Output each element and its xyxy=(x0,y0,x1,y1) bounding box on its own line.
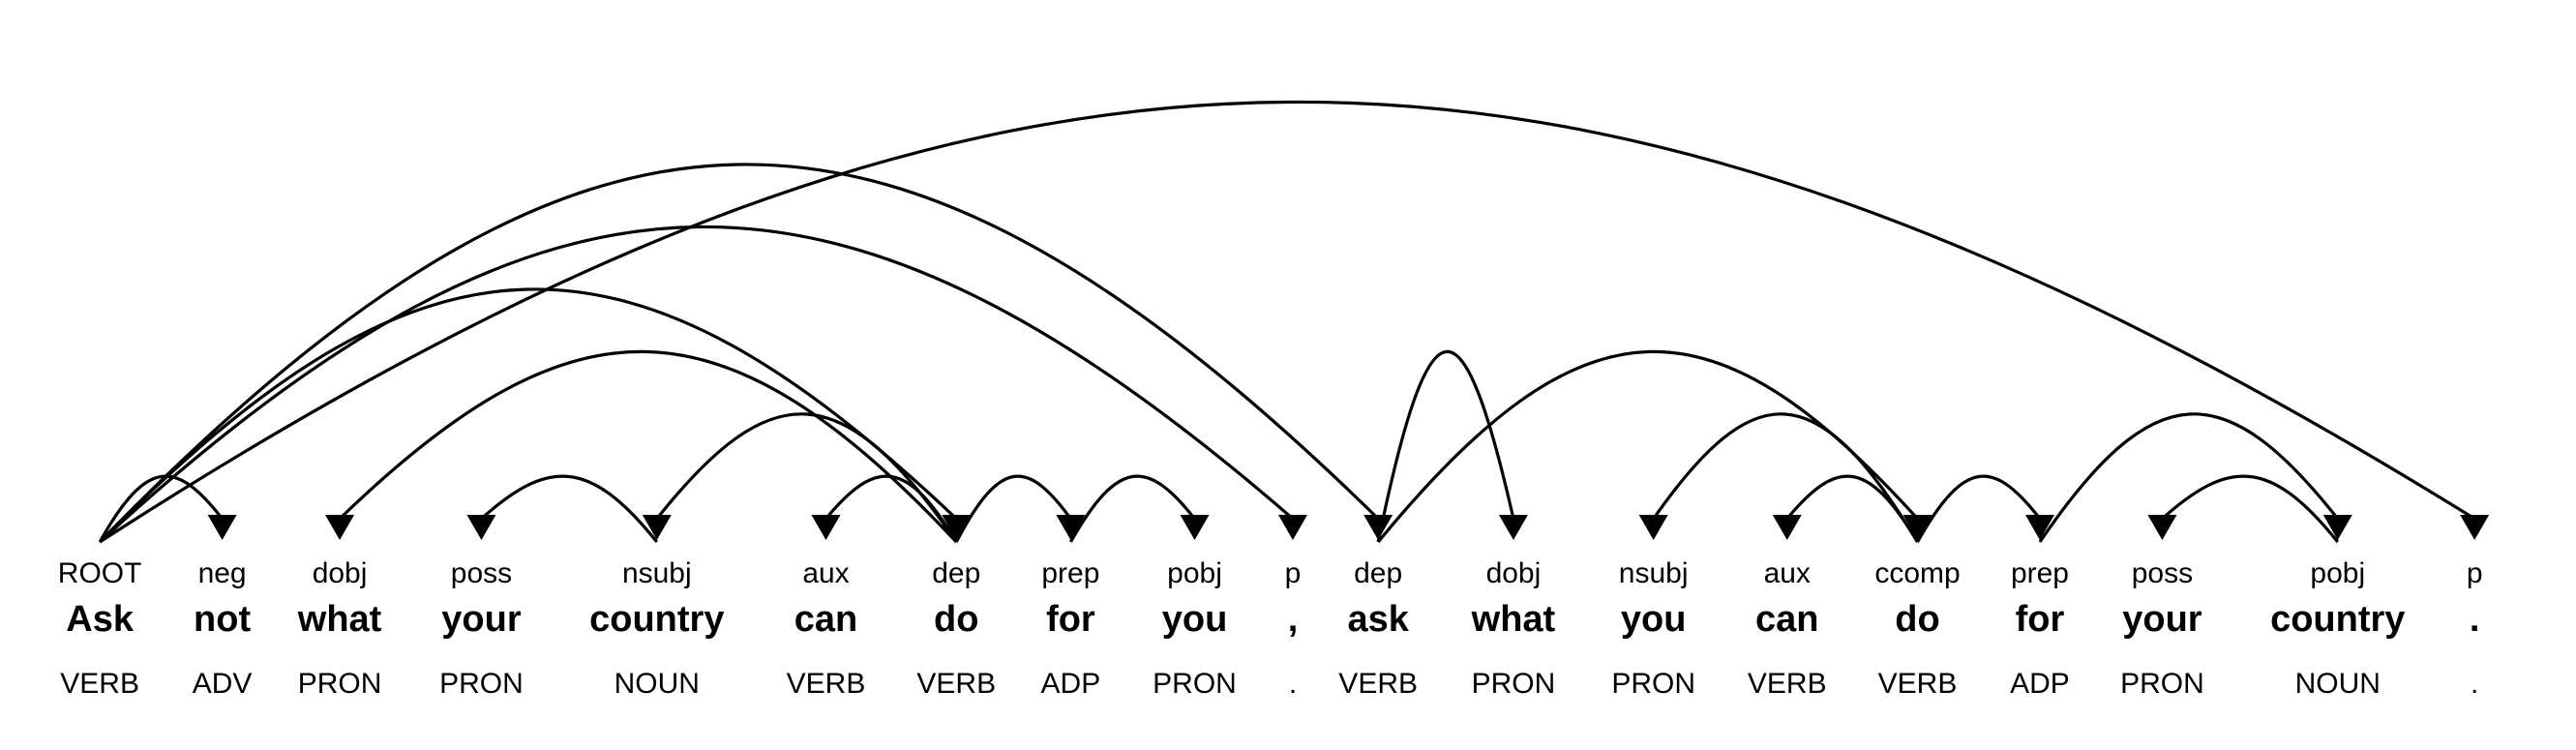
word-token-3: your xyxy=(441,599,522,640)
pos-tag-0: VERB xyxy=(60,668,139,700)
arrowhead xyxy=(1772,515,1802,540)
word-token-17: country xyxy=(2270,599,2406,640)
word-token-6: do xyxy=(934,599,979,640)
arrowhead xyxy=(1363,515,1393,540)
word-token-10: ask xyxy=(1347,599,1409,640)
dep-label-6: dep xyxy=(932,557,981,589)
word-token-2: what xyxy=(297,599,382,640)
arc-pobj-7-8 xyxy=(1068,474,1210,543)
arrowhead xyxy=(642,515,672,540)
arc-ccomp-10-14 xyxy=(1376,349,1932,544)
dep-label-15: prep xyxy=(2010,557,2069,589)
word-token-8: you xyxy=(1161,599,1228,640)
pos-tag-2: PRON xyxy=(297,668,382,700)
dep-label-9: p xyxy=(1284,557,1302,589)
arrowhead xyxy=(811,515,841,540)
arrowhead xyxy=(325,515,355,540)
pos-tag-9: . xyxy=(1288,668,1298,700)
pos-tag-17: NOUN xyxy=(2294,668,2381,700)
pos-tag-4: NOUN xyxy=(614,668,700,700)
word-token-18: . xyxy=(2469,599,2480,640)
arc-p-0-9 xyxy=(99,225,1307,544)
dep-label-1: neg xyxy=(197,557,247,589)
arc-nsubj-6-4 xyxy=(642,412,958,543)
word-token-7: for xyxy=(1046,599,1095,640)
arc-prep-14-15 xyxy=(1916,474,2054,543)
arc-poss-17-16 xyxy=(2147,474,2340,544)
arc-poss-4-3 xyxy=(466,474,659,544)
pos-tag-15: ADP xyxy=(2010,668,2070,700)
arrowhead xyxy=(2147,515,2177,540)
arrowhead xyxy=(942,515,972,540)
arrowhead xyxy=(1056,515,1086,540)
dep-label-7: prep xyxy=(1041,557,1100,589)
word-token-1: not xyxy=(194,599,252,640)
word-token-13: can xyxy=(1755,599,1819,640)
arc-aux-14-13 xyxy=(1772,474,1919,543)
pos-tag-18: . xyxy=(2471,668,2479,700)
arc-dep-0-6 xyxy=(99,287,972,544)
word-token-15: for xyxy=(2015,599,2065,640)
dep-label-0: ROOT xyxy=(57,557,142,589)
dep-label-13: aux xyxy=(1763,557,1811,589)
pos-tag-10: VERB xyxy=(1338,668,1419,700)
dep-label-11: dobj xyxy=(1485,557,1542,589)
dep-label-10: dep xyxy=(1354,557,1403,589)
arc-prep-6-7 xyxy=(954,474,1086,543)
pos-tag-7: ADP xyxy=(1040,668,1101,700)
pos-tag-3: PRON xyxy=(439,668,524,700)
dep-label-14: ccomp xyxy=(1874,557,1961,589)
arrowhead xyxy=(2024,515,2054,540)
arc-dep-0-10 xyxy=(99,163,1393,544)
arrowhead xyxy=(1638,515,1668,540)
word-token-5: can xyxy=(794,599,858,640)
arrowhead xyxy=(2322,515,2352,540)
word-token-14: do xyxy=(1895,599,1940,640)
word-token-11: what xyxy=(1471,599,1556,640)
pos-tag-14: VERB xyxy=(1877,668,1958,700)
arc-p-0-18 xyxy=(99,100,2490,544)
dep-label-2: dobj xyxy=(312,557,368,589)
arc-neg-0-1 xyxy=(98,474,237,543)
dep-label-3: poss xyxy=(450,557,513,589)
dep-label-18: p xyxy=(2466,557,2483,589)
arc-dobj-6-2 xyxy=(325,349,958,544)
dep-label-17: pobj xyxy=(2310,557,2366,589)
pos-tag-11: PRON xyxy=(1471,668,1556,700)
arrowhead xyxy=(2460,515,2490,540)
word-token-12: you xyxy=(1620,599,1687,640)
pos-tag-6: VERB xyxy=(916,668,997,700)
arc-aux-6-5 xyxy=(811,474,958,543)
dep-label-4: nsubj xyxy=(621,557,692,589)
arrowhead xyxy=(1277,515,1307,540)
dep-label-8: pobj xyxy=(1167,557,1222,589)
arrowhead xyxy=(1498,515,1528,540)
dep-label-16: poss xyxy=(2131,557,2194,589)
arrowhead xyxy=(1180,515,1210,540)
word-token-4: country xyxy=(589,599,725,640)
pos-tag-8: PRON xyxy=(1153,668,1237,700)
pos-tag-1: ADV xyxy=(192,668,253,700)
pos-tag-12: PRON xyxy=(1611,668,1695,700)
dep-label-5: aux xyxy=(802,557,850,589)
arrowhead xyxy=(1902,515,1932,540)
pos-tag-5: VERB xyxy=(786,668,866,700)
word-token-16: your xyxy=(2122,599,2202,640)
arc-nsubj-14-12 xyxy=(1638,412,1919,543)
word-token-0: Ask xyxy=(66,599,134,640)
arrowhead xyxy=(466,515,496,540)
word-token-9: , xyxy=(1287,599,1299,640)
arrowhead xyxy=(207,515,237,540)
pos-tag-13: VERB xyxy=(1747,668,1827,700)
arc-dobj-10-11 xyxy=(1376,349,1528,543)
dep-label-12: nsubj xyxy=(1618,557,1689,589)
arc-pobj-15-17 xyxy=(2038,412,2352,543)
pos-tag-16: PRON xyxy=(2120,668,2204,700)
